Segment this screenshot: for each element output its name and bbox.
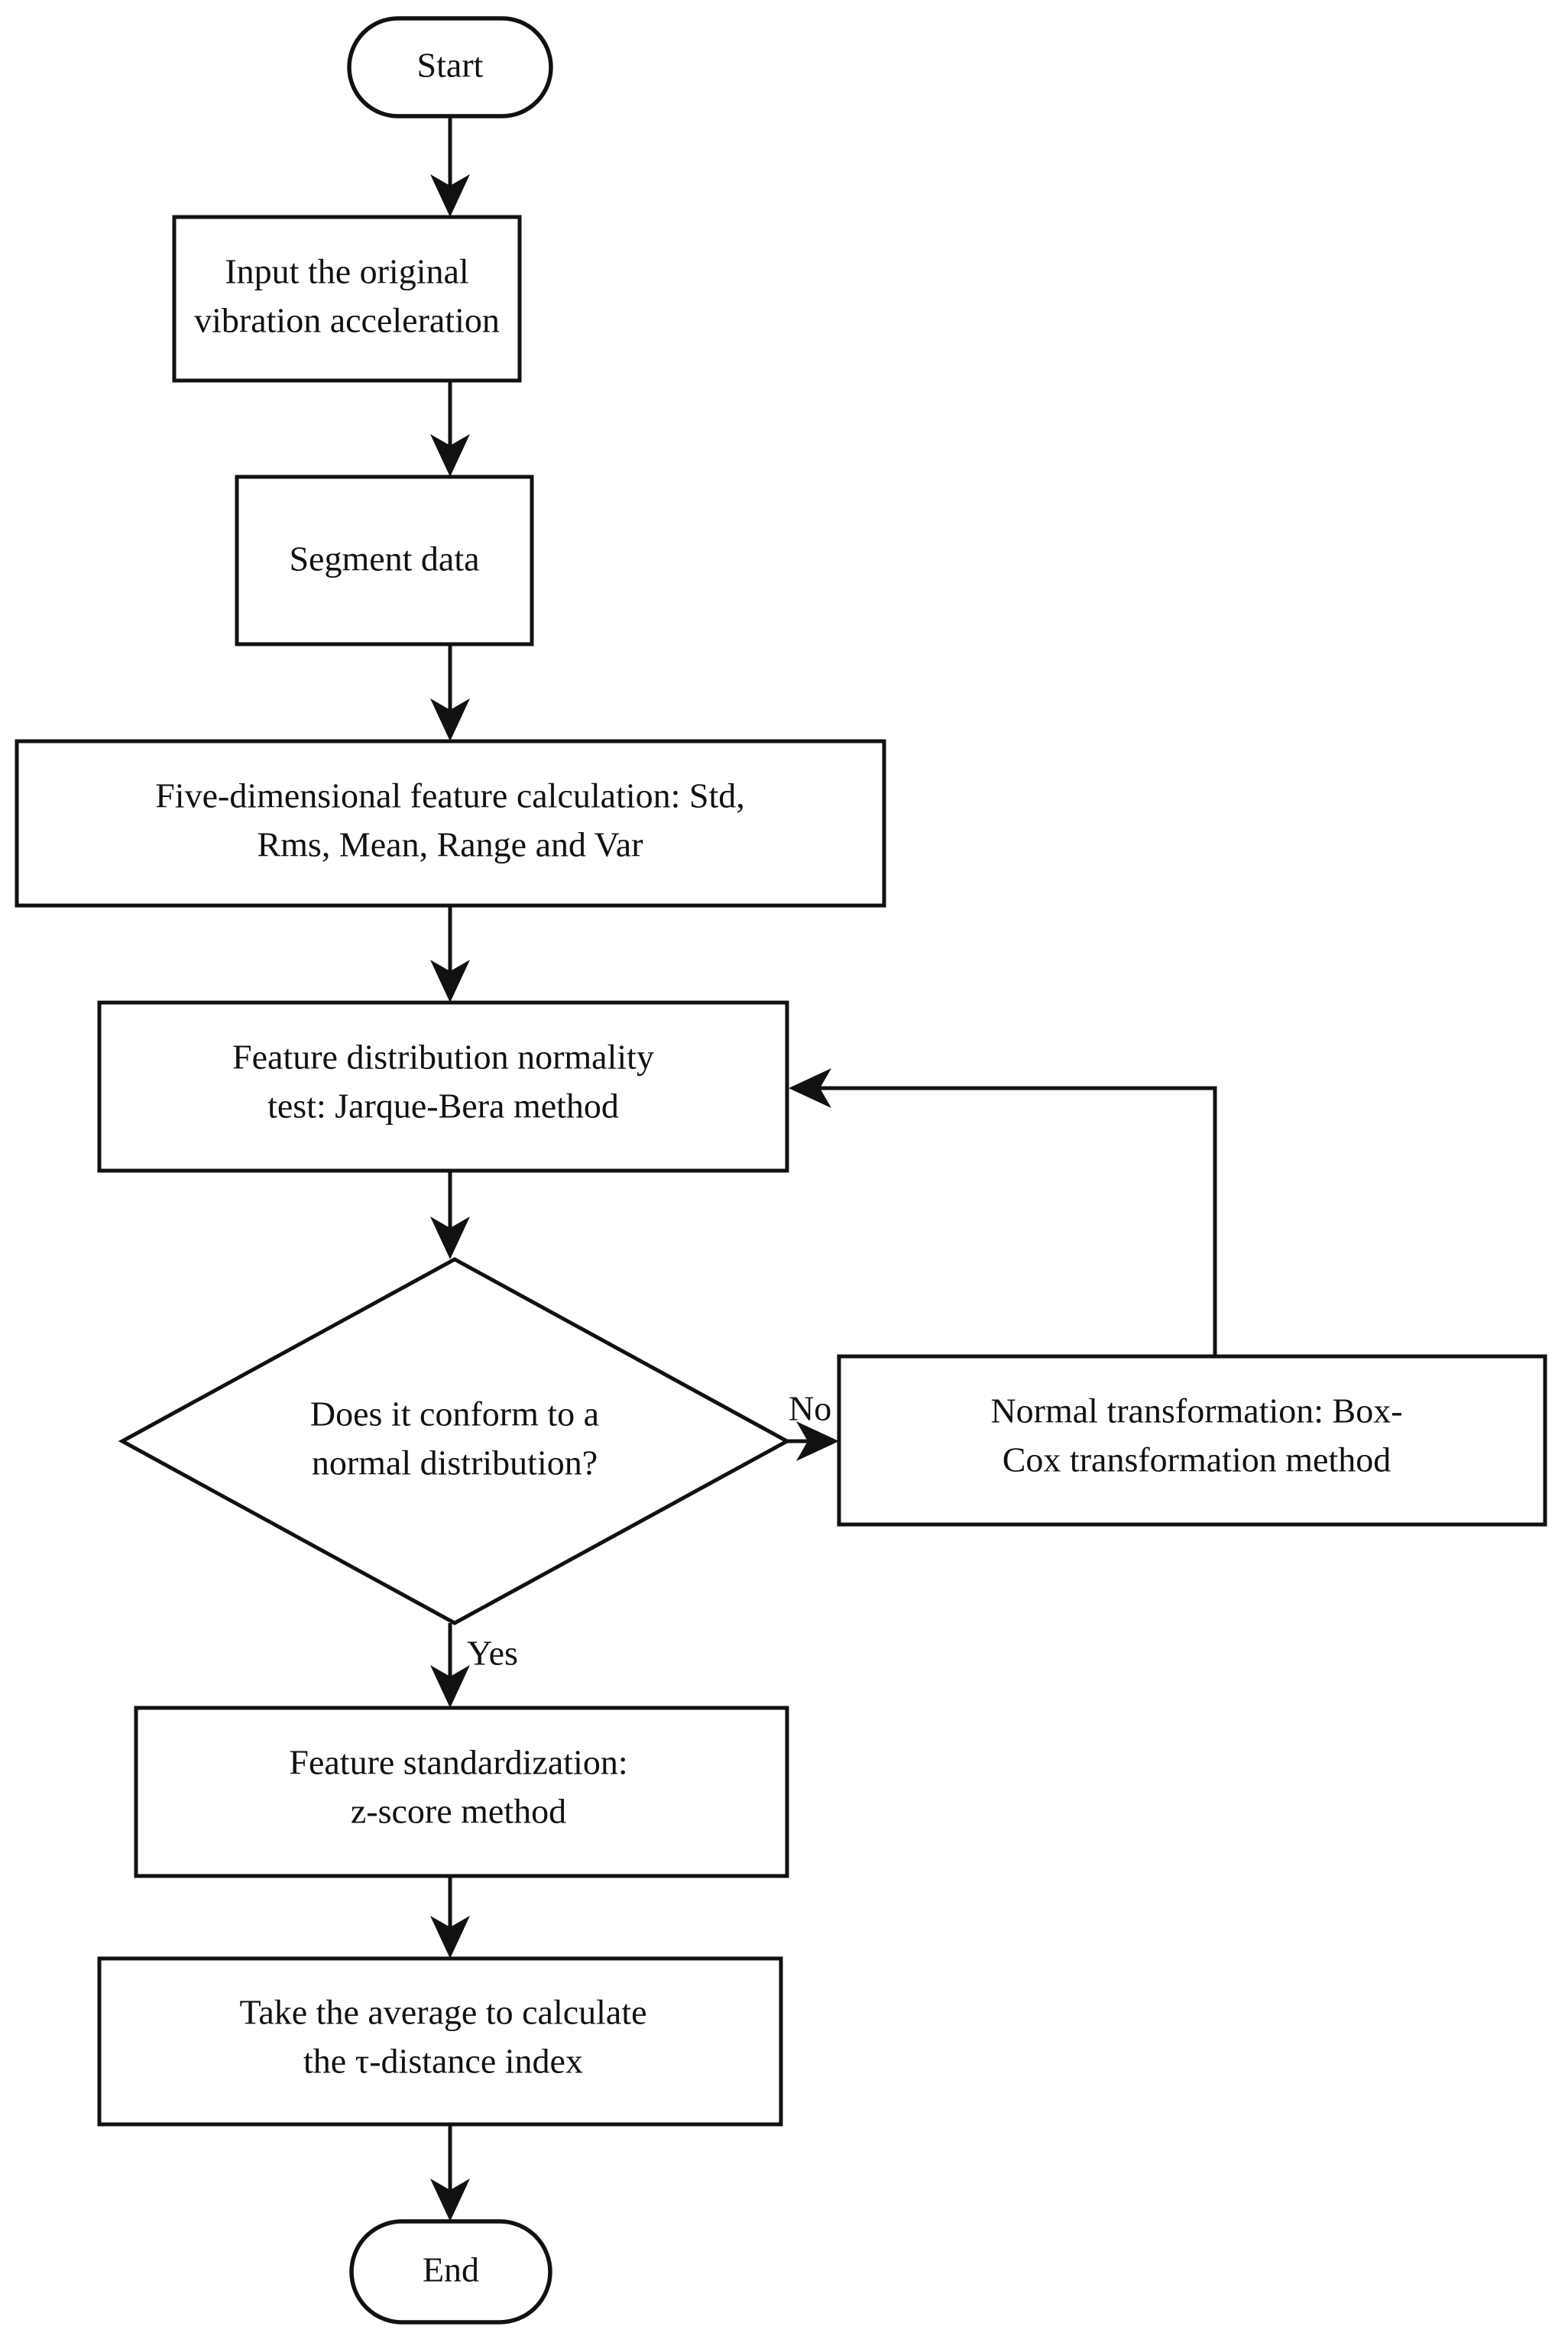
segment-box-shape: [237, 477, 532, 644]
arrow-head-icon: [430, 2179, 470, 2221]
edge-segment-to-features: [430, 644, 470, 741]
arrow-head-icon: [430, 1217, 470, 1259]
average-box-shape: [99, 1959, 781, 2124]
decision-line1: Does it conform to a: [310, 1395, 599, 1434]
normality-line2: test: Jarque-Bera method: [267, 1087, 619, 1126]
edge-normality-to-decision: [430, 1171, 470, 1259]
node-boxcox-transformation[interactable]: Normal transformation: Box- Cox transfor…: [839, 1356, 1545, 1524]
normality-box-shape: [99, 1003, 787, 1171]
node-start[interactable]: Start: [347, 16, 553, 118]
average-line1: Take the average to calculate: [239, 1993, 646, 2032]
end-shape: [349, 2219, 552, 2325]
node-decision-normal-distribution[interactable]: Does it conform to a normal distribution…: [118, 1257, 792, 1625]
arrow-head-icon: [430, 1916, 470, 1959]
arrow-head-icon: [796, 1421, 839, 1461]
edge-label-no: No: [789, 1389, 831, 1428]
decision-line2: normal distribution?: [312, 1443, 598, 1482]
arrow-head-icon: [430, 1665, 470, 1708]
arrow-head-icon: [430, 960, 470, 1003]
input-box-line2: vibration acceleration: [194, 301, 500, 340]
edge-input-to-segment: [430, 381, 470, 477]
boxcox-line2: Cox transformation method: [1003, 1440, 1391, 1479]
edge-standardize-to-average: [430, 1876, 470, 1959]
edge-features-to-normality: [430, 906, 470, 1003]
feature-calc-line2: Rms, Mean, Range and Var: [257, 825, 643, 864]
boxcox-box-shape: [839, 1356, 1545, 1524]
node-feature-standardization[interactable]: Feature standardization: z-score method: [136, 1708, 787, 1876]
edge-average-to-end: [430, 2124, 470, 2221]
start-label: Start: [417, 46, 484, 85]
feature-calc-line1: Five-dimensional feature calculation: St…: [155, 776, 745, 815]
arrow-head-icon: [430, 174, 470, 217]
node-normality-test[interactable]: Feature distribution normality test: Jar…: [99, 1003, 787, 1171]
standardization-line1: Feature standardization:: [289, 1743, 627, 1782]
arrow-head-icon: [789, 1068, 831, 1108]
edge-boxcox-to-normality-feedback: [789, 1068, 1217, 1356]
start-shape: [347, 16, 553, 118]
feature-calc-box-shape: [17, 741, 884, 906]
node-input-original-vibration[interactable]: Input the original vibration acceleratio…: [174, 217, 520, 381]
edge-start-to-input: [430, 116, 470, 217]
edge-decision-to-standardize: [430, 1623, 470, 1708]
average-line2: the τ-distance index: [303, 2042, 583, 2081]
node-segment-data[interactable]: Segment data: [237, 477, 532, 644]
segment-box-line1: Segment data: [289, 539, 479, 578]
input-box-line1: Input the original: [225, 252, 468, 291]
edge-decision-to-boxcox: [787, 1421, 839, 1461]
arrow-head-icon: [430, 698, 470, 741]
decision-diamond-shape: [118, 1257, 792, 1625]
input-box-shape: [174, 217, 520, 381]
end-label: End: [423, 2250, 479, 2289]
arrow-head-icon: [430, 434, 470, 477]
boxcox-line1: Normal transformation: Box-: [990, 1392, 1402, 1430]
node-feature-calculation[interactable]: Five-dimensional feature calculation: St…: [17, 741, 884, 906]
node-end[interactable]: End: [349, 2219, 552, 2325]
edge-label-yes: Yes: [467, 1634, 518, 1673]
standardization-line2: z-score method: [351, 1792, 566, 1831]
standardization-box-shape: [136, 1708, 787, 1876]
normality-line1: Feature distribution normality: [232, 1038, 654, 1077]
node-average-tau-distance[interactable]: Take the average to calculate the τ-dist…: [99, 1959, 781, 2124]
